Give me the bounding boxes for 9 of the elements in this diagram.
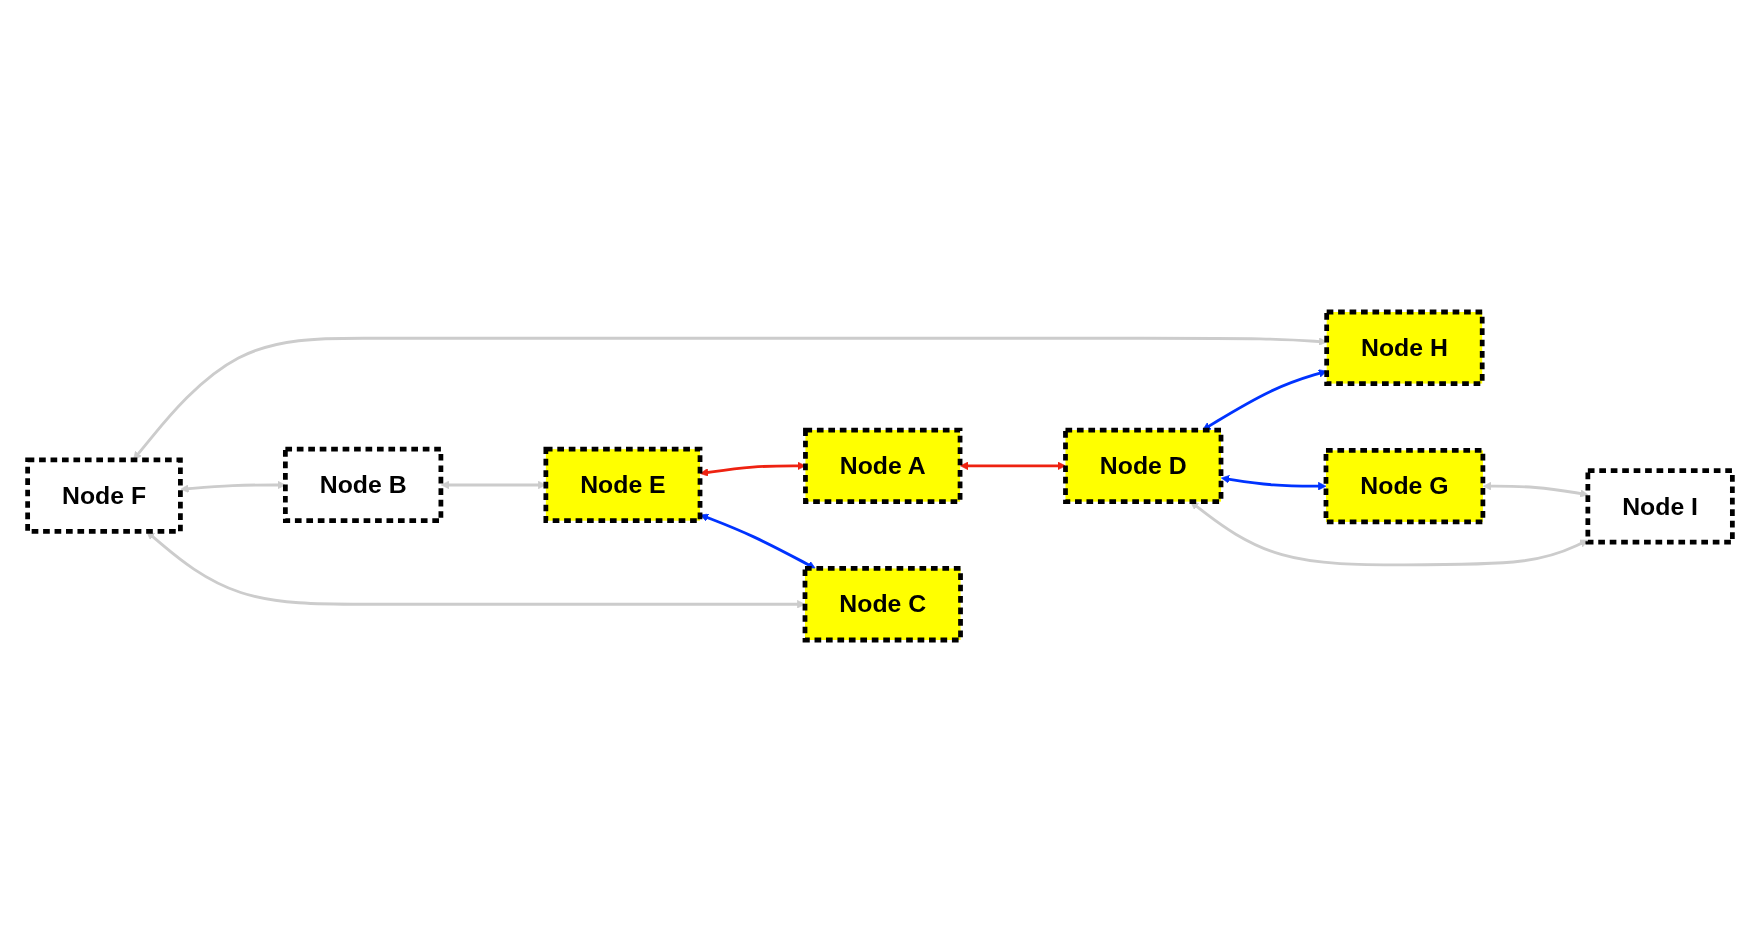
- node-box: Node F: [25, 457, 183, 534]
- node-box: Node A: [803, 427, 963, 505]
- node-box: Node C: [802, 566, 963, 643]
- node-box: Node H: [1324, 309, 1485, 386]
- node-box: Node B: [283, 446, 444, 524]
- node-box: Node E: [543, 446, 703, 524]
- node-box: Node D: [1063, 427, 1224, 505]
- node-box: Node I: [1585, 468, 1735, 545]
- node-box: Node G: [1323, 447, 1486, 525]
